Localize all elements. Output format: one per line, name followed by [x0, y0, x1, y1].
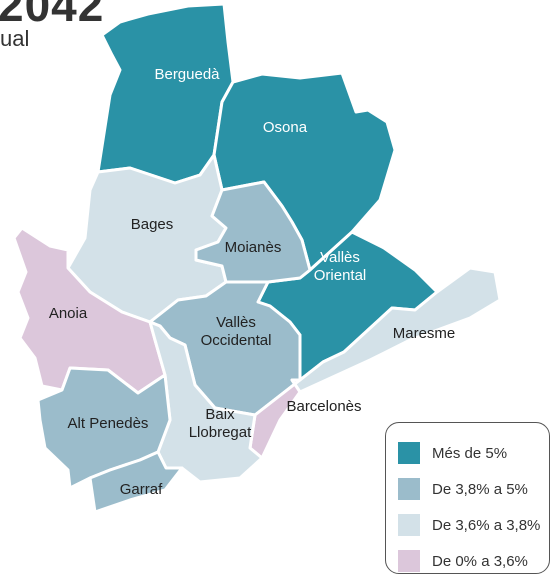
region-label-line: Alt Penedès — [68, 415, 149, 432]
legend-label-low: De 3,6% a 3,8% — [432, 516, 541, 534]
region-label-maresme: Maresme — [393, 325, 456, 342]
legend-swatch-low — [398, 514, 420, 536]
region-label-line: Garraf — [120, 481, 163, 498]
headline-subtitle: ual — [0, 26, 30, 51]
legend-item-lowest: De 0% a 3,6% — [398, 549, 528, 573]
legend-swatch-lowest — [398, 550, 420, 572]
region-label-line: Moianès — [225, 239, 282, 256]
region-label-line: Vallès — [320, 249, 360, 266]
legend-item-low: De 3,6% a 3,8% — [398, 513, 540, 537]
region-label-alt-penedes: Alt Penedès — [68, 415, 149, 432]
legend-swatch-mid — [398, 478, 420, 500]
region-label-line: Baix — [205, 406, 235, 423]
legend-label-high: Més de 5% — [432, 444, 508, 462]
legend-label-lowest: De 0% a 3,6% — [432, 552, 528, 570]
region-maresme — [290, 266, 502, 394]
legend-item-high: Més de 5% — [398, 441, 507, 465]
legend-swatch-high — [398, 442, 420, 464]
region-label-line: Llobregat — [189, 424, 252, 441]
region-label-osona: Osona — [263, 119, 308, 136]
map-legend: Més de 5% De 3,8% a 5% De 3,6% a 3,8% De… — [385, 422, 550, 574]
region-label-line: Osona — [263, 119, 308, 136]
legend-label-mid: De 3,8% a 5% — [432, 480, 528, 498]
region-label-line: Berguedà — [154, 66, 220, 83]
region-garraf — [88, 450, 184, 514]
region-label-line: Barcelonès — [286, 398, 361, 415]
region-label-line: Vallès — [216, 314, 256, 331]
region-label-moianes: Moianès — [225, 239, 282, 256]
region-label-line: Occidental — [201, 332, 272, 349]
region-label-line: Maresme — [393, 325, 456, 342]
region-label-line: Oriental — [314, 267, 367, 284]
region-label-bergueda: Berguedà — [154, 66, 220, 83]
region-label-barcelones: Barcelonès — [286, 398, 361, 415]
region-label-bages: Bages — [131, 216, 174, 233]
region-label-line: Anoia — [49, 305, 88, 322]
region-label-anoia: Anoia — [49, 305, 88, 322]
region-label-garraf: Garraf — [120, 481, 163, 498]
regions-layer — [12, 2, 502, 514]
region-label-line: Bages — [131, 216, 174, 233]
headline-number: 2042 — [0, 0, 105, 31]
legend-item-mid: De 3,8% a 5% — [398, 477, 528, 501]
